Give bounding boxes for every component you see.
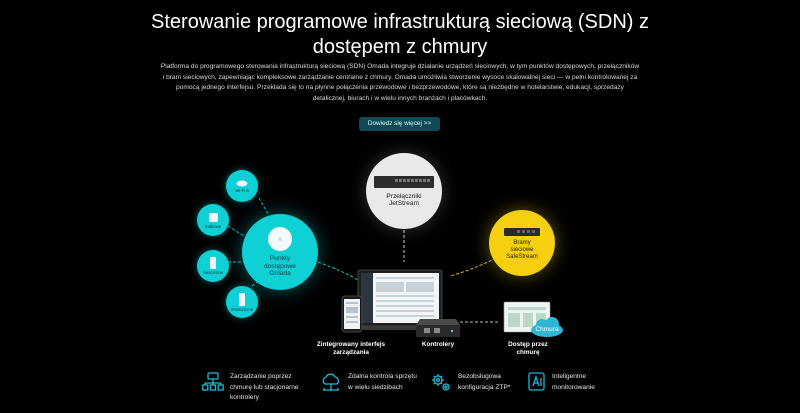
- ap-type-wifi6: Wi-Fi 6: [226, 170, 258, 202]
- switches-label: Przełączniki JetStream: [386, 192, 422, 208]
- ai-monitor-icon: [528, 372, 545, 391]
- ap-type-label: Zewnętrzne: [230, 306, 254, 312]
- ap-type-label: Sufitowe: [204, 223, 222, 229]
- outdoor-ap-icon: [239, 292, 245, 306]
- access-point-icon: [268, 227, 292, 252]
- interface-caption: Zintegrowany interfejs zarządzania: [316, 341, 386, 356]
- title-line-2: dostępem z chmury: [312, 36, 488, 58]
- access-point-icon: [236, 180, 248, 186]
- access-points-node: Punkty dostępowe Omada: [242, 214, 318, 290]
- wall-plate-ap-icon: [210, 257, 216, 269]
- cloud-network-icon: [322, 373, 340, 391]
- ap-type-label: Wi-Fi 6: [235, 187, 249, 193]
- ap-type-ceiling: Sufitowe: [197, 204, 229, 236]
- ceiling-ap-icon: [208, 212, 218, 222]
- page-title: Sterowanie programowe infrastrukturą sie…: [0, 10, 800, 60]
- cloud-badge: Chmura: [535, 326, 559, 333]
- page-description: Platforma do programowego sterowania inf…: [160, 63, 640, 102]
- gateways-node: Bramy sieciowe SafeStream: [489, 210, 555, 276]
- gateways-label: Bramy sieciowe SafeStream: [506, 239, 538, 260]
- title-line-1: Sterowanie programowe infrastrukturą sie…: [151, 11, 649, 33]
- ap-type-wall: Naścienne: [197, 250, 229, 282]
- network-hierarchy-icon: [202, 372, 224, 391]
- learn-more-button[interactable]: Dowiedz się więcej >>: [359, 117, 440, 131]
- cloud-access-illustration: Chmura: [503, 301, 563, 337]
- access-points-label: Punkty dostępowe Omada: [264, 255, 296, 278]
- gears-icon: [432, 374, 450, 391]
- management-interface-illustration: [341, 269, 446, 333]
- ap-type-outdoor: Zewnętrzne: [226, 286, 258, 318]
- controllers-caption: Kontrolery: [421, 341, 455, 348]
- controller-hardware-icon: [416, 319, 460, 337]
- switch-icon: [374, 175, 434, 188]
- gateway-router-icon: [504, 227, 540, 236]
- ap-type-label: Naścienne: [202, 270, 224, 275]
- switches-node: Przełączniki JetStream: [366, 153, 442, 229]
- cloud-icon: [531, 317, 563, 337]
- cloud-access-caption: Dostęp przez chmurę: [508, 341, 548, 356]
